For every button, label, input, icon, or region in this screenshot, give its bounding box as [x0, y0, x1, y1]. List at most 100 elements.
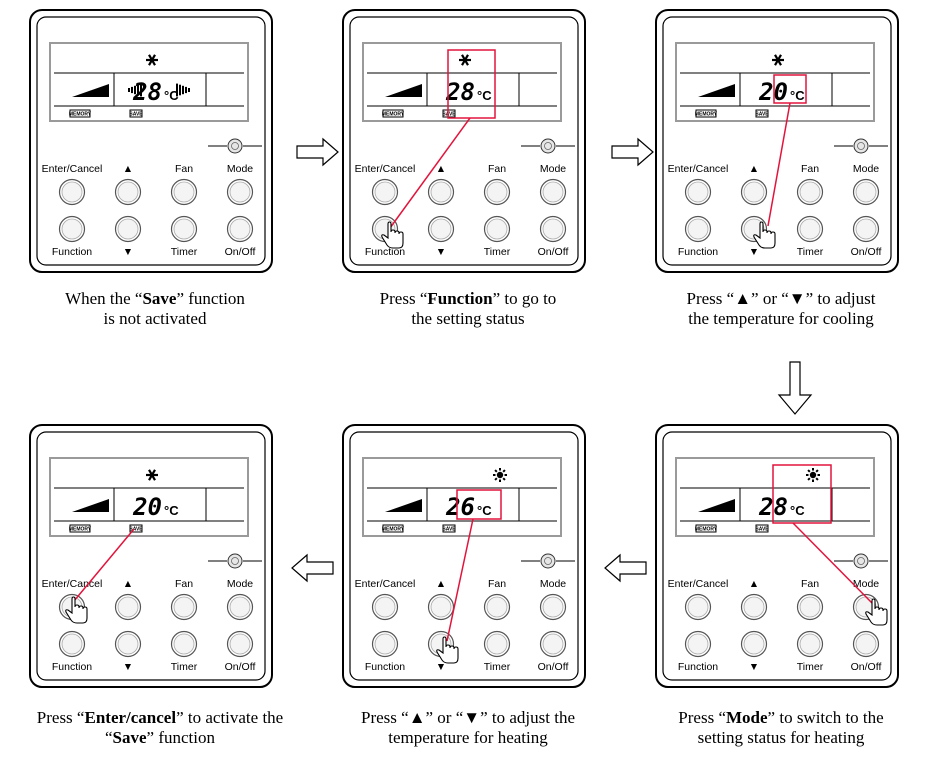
controller-inner-frame [36, 16, 266, 266]
timer-button[interactable] [796, 215, 824, 243]
signal-strength-icon [72, 84, 109, 97]
enter-cancel-button[interactable] [371, 593, 399, 621]
mode-button[interactable] [852, 178, 880, 206]
timer-button[interactable] [170, 630, 198, 658]
mode-button[interactable] [226, 593, 254, 621]
receiver-sensor-icon [540, 138, 556, 154]
temperature-value: 20 [758, 78, 788, 106]
function-button[interactable] [684, 215, 712, 243]
snowflake-icon [146, 54, 158, 66]
save-tag [129, 524, 143, 533]
pointing-hand-icon [65, 596, 88, 624]
function-button[interactable] [371, 630, 399, 658]
function-button[interactable] [58, 630, 86, 658]
function-button-label: Function [52, 246, 92, 258]
highlight-box [447, 49, 496, 119]
up-button[interactable] [740, 178, 768, 206]
timer-button-label: Timer [171, 661, 198, 673]
function-button[interactable] [684, 630, 712, 658]
on-off-button[interactable] [852, 630, 880, 658]
snowflake-icon [772, 54, 784, 66]
up-button[interactable] [740, 593, 768, 621]
controller-inner-frame [349, 16, 579, 266]
caption-emphasis: Save [142, 289, 177, 308]
fan-button[interactable] [796, 593, 824, 621]
receiver-sensor-icon [853, 138, 869, 154]
memory-tag-label: MEMORY [695, 527, 718, 533]
receiver-sensor-icon [853, 553, 869, 569]
lcd-screen [675, 42, 875, 122]
enter-cancel-button[interactable] [684, 178, 712, 206]
memory-tag-label: MEMORY [69, 112, 92, 118]
up-button[interactable] [427, 178, 455, 206]
caption-line: “Save” function [0, 728, 320, 748]
timer-button-label: Timer [797, 661, 824, 673]
fan-button[interactable] [483, 593, 511, 621]
up-button-label: ▲ [436, 578, 446, 590]
pointing-hand-icon [753, 221, 776, 249]
temperature-value: 28 [132, 78, 162, 106]
mode-button-label: Mode [227, 578, 253, 590]
enter-cancel-button[interactable] [58, 178, 86, 206]
fan-speed-icon [176, 83, 190, 97]
mode-button[interactable] [539, 178, 567, 206]
fan-button-label: Fan [175, 163, 193, 175]
on-off-button[interactable] [852, 215, 880, 243]
on-off-button[interactable] [226, 630, 254, 658]
function-button-label: Function [678, 661, 718, 673]
save-tag-label: SAVE [129, 527, 143, 533]
enter-cancel-button-label: Enter/Cancel [355, 163, 416, 175]
flow-arrow-down [777, 361, 813, 415]
fan-button[interactable] [170, 178, 198, 206]
save-tag [755, 524, 769, 533]
lcd-screen [362, 42, 562, 122]
fan-button[interactable] [483, 178, 511, 206]
memory-tag [69, 109, 91, 118]
mode-button[interactable] [226, 178, 254, 206]
fan-button-label: Fan [801, 163, 819, 175]
function-button[interactable] [58, 215, 86, 243]
on-off-button[interactable] [226, 215, 254, 243]
fan-button[interactable] [796, 178, 824, 206]
up-button[interactable] [114, 593, 142, 621]
caption-text: ” to activate the [176, 708, 284, 727]
temperature-unit: °C [164, 88, 179, 103]
pointing-hand-icon [381, 221, 404, 249]
down-button[interactable] [114, 215, 142, 243]
down-button[interactable] [427, 215, 455, 243]
receiver-sensor-icon [227, 138, 243, 154]
function-button-label: Function [678, 246, 718, 258]
fan-button[interactable] [170, 593, 198, 621]
timer-button[interactable] [483, 630, 511, 658]
receiver-sensor-icon [540, 553, 556, 569]
memory-tag-label: MEMORY [382, 112, 405, 118]
on-off-button[interactable] [539, 215, 567, 243]
timer-button[interactable] [170, 215, 198, 243]
enter-cancel-button[interactable] [684, 593, 712, 621]
receiver-sensor-icon [227, 553, 243, 569]
mode-button[interactable] [539, 593, 567, 621]
on-off-button[interactable] [539, 630, 567, 658]
down-button[interactable] [114, 630, 142, 658]
up-button-label: ▲ [436, 163, 446, 175]
enter-cancel-button[interactable] [371, 178, 399, 206]
down-button[interactable] [740, 630, 768, 658]
temperature-unit: °C [477, 88, 492, 103]
timer-button[interactable] [796, 630, 824, 658]
up-button[interactable] [427, 593, 455, 621]
memory-tag [695, 109, 717, 118]
caption-emphasis: Mode [726, 708, 768, 727]
timer-button-label: Timer [797, 246, 824, 258]
fan-button-label: Fan [801, 578, 819, 590]
up-button-label: ▲ [749, 578, 759, 590]
timer-button[interactable] [483, 215, 511, 243]
function-button-label: Function [52, 661, 92, 673]
snowflake-icon [146, 469, 158, 481]
controller-inner-frame [36, 431, 266, 681]
up-button[interactable] [114, 178, 142, 206]
caption-line: Press “▲” or “▼” to adjust [631, 289, 927, 309]
